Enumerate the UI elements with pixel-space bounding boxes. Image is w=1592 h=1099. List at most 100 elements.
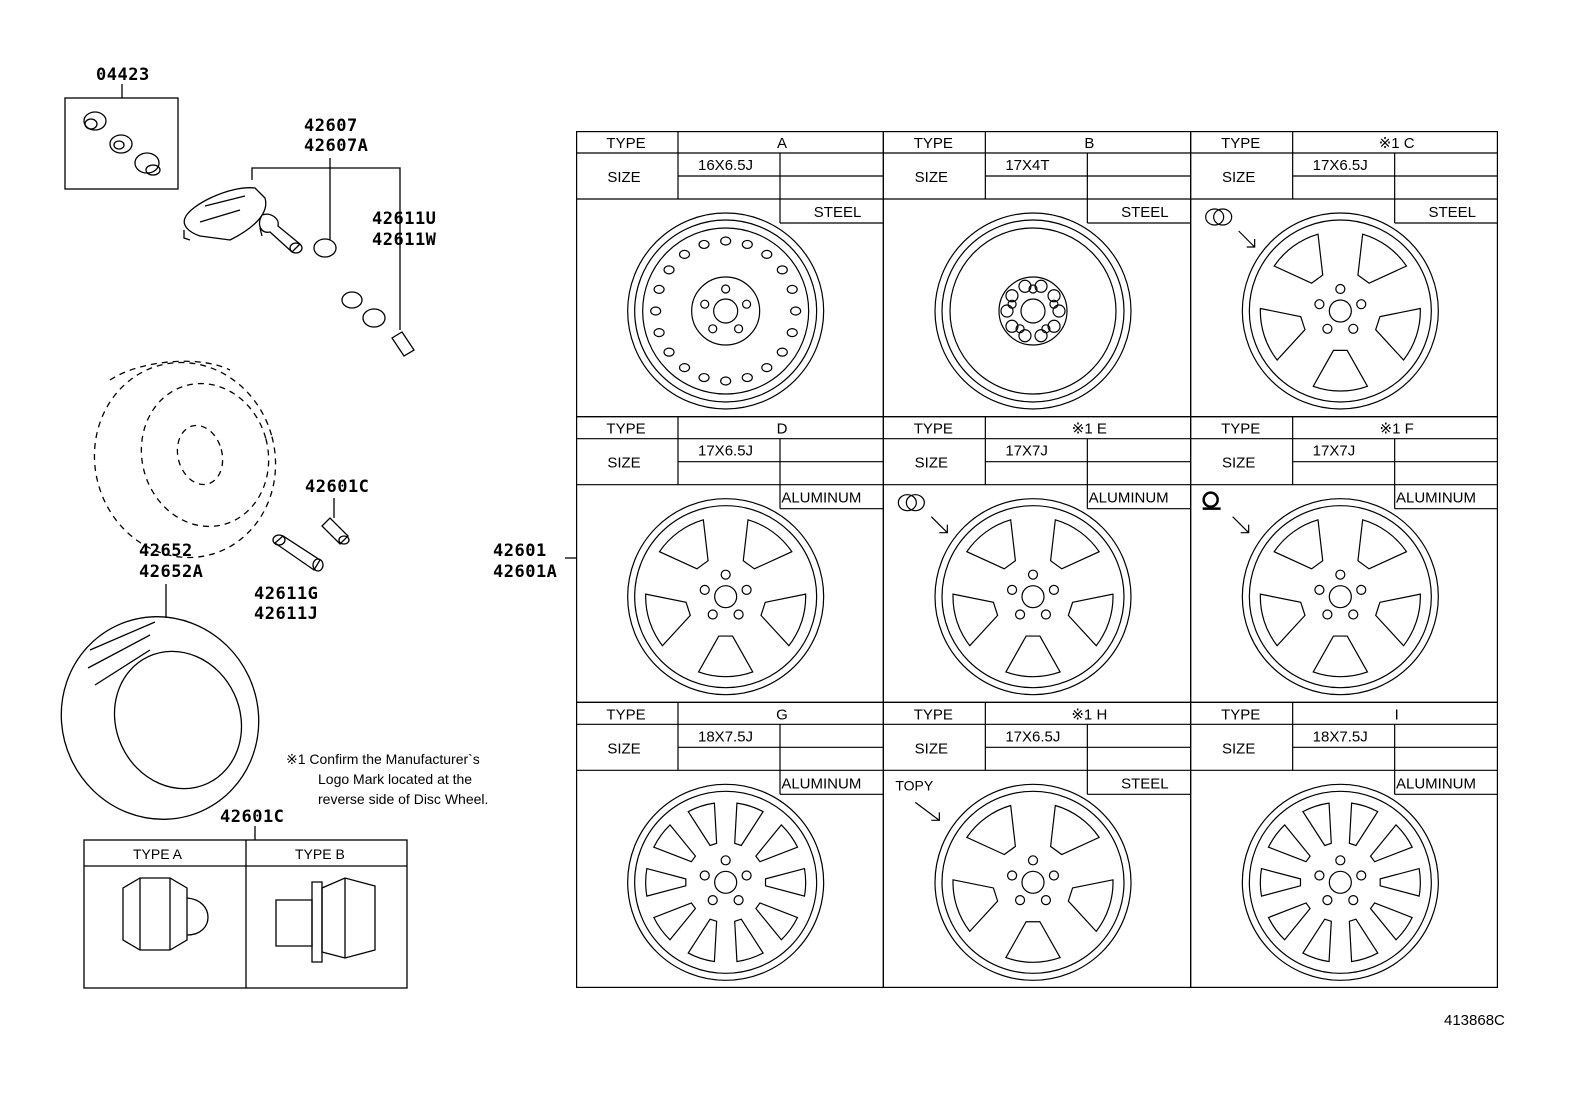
wheel-type-value: G [776, 706, 788, 723]
tpms-sensor-icon [183, 187, 303, 254]
wheel-drawing [1241, 783, 1439, 981]
part-number-42601c-valve: 42601C [305, 477, 370, 497]
wheel-material-value: STEEL [814, 204, 862, 221]
kit-04423-cap-icon [83, 111, 107, 131]
wheel-size-value: 17X6.5J [698, 443, 753, 460]
wheel-cell-7: TYPE G SIZE 18X7.5J ALUMINUM [575, 701, 884, 989]
size-label: SIZE [607, 169, 640, 186]
size-label: SIZE [1222, 169, 1255, 186]
wheel-type-value: I [1395, 706, 1399, 723]
drawing-code: 413868C [1444, 1012, 1505, 1029]
wheel-type-value: ※1 F [1380, 421, 1414, 438]
part-number-42607: 42607 [304, 116, 358, 136]
valve-cap-42601c-icon [321, 517, 350, 545]
type-label: TYPE [914, 135, 953, 152]
size-label: SIZE [915, 169, 948, 186]
part-number-42611g: 42611G [254, 584, 319, 604]
type-label: TYPE [606, 135, 645, 152]
svg-text:TOPY: TOPY [895, 777, 934, 793]
part-number-42601a: 42601A [493, 562, 558, 582]
tire-icon [60, 616, 260, 820]
wheel-type-value: D [777, 421, 788, 438]
wheel-size-value: 17X4T [1005, 157, 1049, 174]
part-number-42611u: 42611U [372, 209, 437, 229]
size-label: SIZE [915, 455, 948, 472]
wheel-drawing [627, 783, 825, 981]
wheel-material-value: STEEL [1121, 204, 1169, 221]
wheel-material-value: STEEL [1121, 775, 1169, 792]
wheel-cell-6: TYPE ※1 F SIZE 17X7J ALUMINUM [1190, 416, 1499, 703]
part-number-42611j: 42611J [254, 604, 319, 624]
wheel-size-value: 17X7J [1005, 443, 1048, 460]
size-label: SIZE [1222, 740, 1255, 757]
wheel-drawing [1241, 212, 1439, 410]
wheel-cell-1: TYPE A SIZE 16X6.5J STEEL [575, 130, 884, 418]
wheel-table-grid: TYPE A SIZE 16X6.5J STEEL TYPE B SIZE 17X4T STEEL… [575, 130, 1499, 989]
wheel-material-value: ALUMINUM [781, 775, 861, 792]
type-label: TYPE [606, 421, 645, 438]
kit-04423-box [64, 97, 179, 190]
wheel-drawing [1241, 498, 1439, 696]
type-label: TYPE [914, 421, 953, 438]
wheel-cell-5: TYPE ※1 E SIZE 17X7J ALUMINUM [882, 416, 1192, 703]
note-line-1: ※1 Confirm the Manufacturer`s [286, 751, 480, 767]
wheel-type-table: TYPE A SIZE 16X6.5J STEEL TYPE B SIZE 17X4T STEEL… [575, 130, 1499, 989]
wheel-material-value: STEEL [1428, 204, 1476, 221]
part-number-42607a: 42607A [304, 136, 369, 156]
wheel-cell-2: TYPE B SIZE 17X4T STEEL [882, 130, 1192, 418]
wheel-drawing [627, 498, 825, 696]
flange-nut-type-b-icon [275, 877, 376, 963]
note-line-2: Logo Mark located at the [318, 771, 473, 787]
wheel-cell-3: TYPE ※1 C SIZE 17X6.5J STEEL [1190, 130, 1499, 418]
tire-reference-dashed [93, 360, 277, 559]
manufacturer-logo-icon [897, 494, 948, 534]
part-number-42611w: 42611W [372, 230, 437, 250]
wheel-size-value: 18X7.5J [698, 728, 753, 745]
wheel-drawing [934, 212, 1132, 410]
type-label: TYPE [914, 706, 953, 723]
type-label: TYPE [606, 706, 645, 723]
size-label: SIZE [607, 740, 640, 757]
size-label: SIZE [607, 455, 640, 472]
size-label: SIZE [915, 740, 948, 757]
manufacturer-logo-icon: TOPY [895, 777, 940, 821]
nut-type-b-label: TYPE B [295, 846, 345, 862]
wheel-type-value: B [1084, 135, 1094, 152]
wheel-size-value: 17X6.5J [1005, 728, 1060, 745]
type-label: TYPE [1221, 706, 1260, 723]
wheel-size-value: 17X7J [1313, 443, 1356, 460]
wheel-material-value: ALUMINUM [781, 490, 861, 507]
kit-04423-washer-icon [109, 134, 133, 154]
wheel-drawing [627, 212, 825, 410]
wheel-type-value: ※1 H [1071, 706, 1107, 723]
wheel-size-value: 16X6.5J [698, 157, 753, 174]
wheel-type-value: ※1 E [1072, 421, 1107, 438]
wheel-cell-4: TYPE D SIZE 17X6.5J ALUMINUM [575, 416, 884, 703]
valve-cap-icon [313, 238, 415, 357]
part-number-42652: 42652 [139, 541, 193, 561]
part-number-04423: 04423 [96, 65, 150, 85]
part-number-42652a: 42652A [139, 562, 204, 582]
acorn-nut-type-a-icon [122, 877, 209, 951]
wheel-material-value: ALUMINUM [1396, 490, 1476, 507]
wheel-size-value: 18X7.5J [1313, 728, 1368, 745]
wheel-cell-9: TYPE I SIZE 18X7.5J ALUMINUM [1190, 701, 1499, 989]
wheel-drawing [934, 498, 1132, 696]
wheel-drawing [934, 783, 1132, 981]
wheel-material-value: ALUMINUM [1089, 490, 1169, 507]
type-label: TYPE [1221, 421, 1260, 438]
wheel-material-value: ALUMINUM [1396, 775, 1476, 792]
type-label: TYPE [1221, 135, 1260, 152]
kit-04423-nut-icon [134, 152, 161, 176]
note-line-3: reverse side of Disc Wheel. [318, 791, 489, 807]
wheel-size-value: 17X6.5J [1313, 157, 1368, 174]
part-number-42601: 42601 [493, 541, 547, 561]
part-number-42601c-nut: 42601C [220, 807, 285, 827]
nut-type-a-label: TYPE A [133, 846, 183, 862]
wheel-type-value: A [777, 135, 787, 152]
wheel-cell-8: TYPE ※1 H SIZE 17X6.5J STEEL TOPY [882, 701, 1192, 989]
valve-stem-icon [272, 534, 324, 572]
wheel-type-value: ※1 C [1379, 135, 1415, 152]
size-label: SIZE [1222, 455, 1255, 472]
